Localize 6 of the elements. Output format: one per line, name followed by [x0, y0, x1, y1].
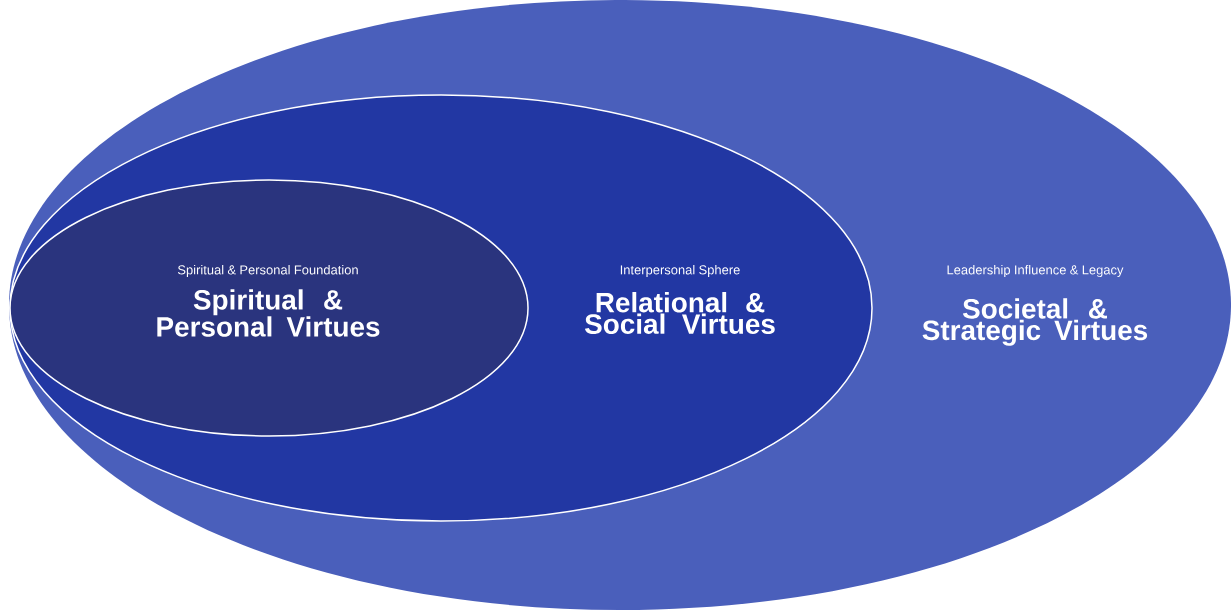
- heading: Societal & Strategic Virtues: [922, 298, 1148, 346]
- heading: Spiritual & Personal Virtues: [157, 289, 380, 337]
- subtitle: Interpersonal Sphere: [620, 264, 740, 278]
- subtitle: Leadership Influence & Legacy: [947, 264, 1124, 278]
- subtitle: Spiritual & Personal Foundation: [177, 264, 358, 278]
- heading: Relational & Social Virtues: [584, 292, 775, 334]
